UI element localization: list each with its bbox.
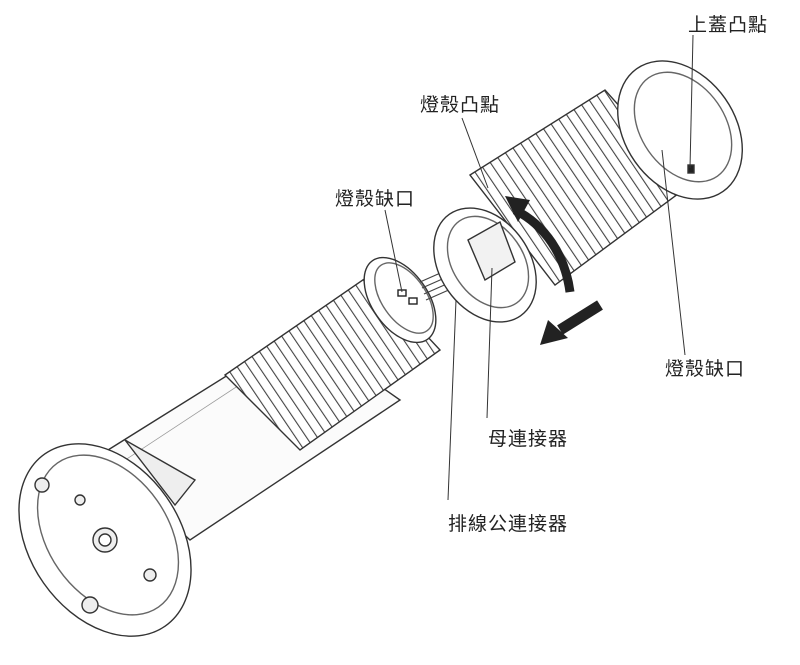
leader-shell-notch-left — [384, 209, 403, 293]
base-assembly — [18, 256, 442, 637]
flange-screw-hole — [34, 477, 50, 493]
female-connector-block — [467, 220, 516, 282]
label-shell-notch-right: 燈殼缺口 — [665, 358, 746, 380]
label-female-connector: 母連接器 — [488, 428, 569, 450]
base-wedge — [124, 439, 197, 507]
leader-top-cover-bump — [689, 34, 694, 169]
lower-collar-ring — [363, 256, 437, 344]
leader-shell-notch-right — [661, 149, 686, 356]
upper-shell-assembly — [433, 60, 743, 323]
rotation-arrows — [505, 196, 603, 345]
rotate-arrow-curved — [512, 205, 575, 293]
top-cover-bump — [687, 164, 695, 174]
leader-lines — [384, 34, 694, 501]
label-shell-notch-left: 燈殼缺口 — [335, 188, 416, 210]
leader-shell-bump — [461, 117, 489, 189]
leader-ribbon-male-connector — [447, 299, 457, 501]
label-top-cover-bump: 上蓋凸點 — [688, 14, 769, 36]
label-shell-bump: 燈殼凸點 — [420, 94, 501, 116]
leader-female-connector — [486, 267, 493, 419]
label-ribbon-male-connector: 排線公連接器 — [448, 513, 569, 535]
push-arrow — [557, 300, 603, 335]
